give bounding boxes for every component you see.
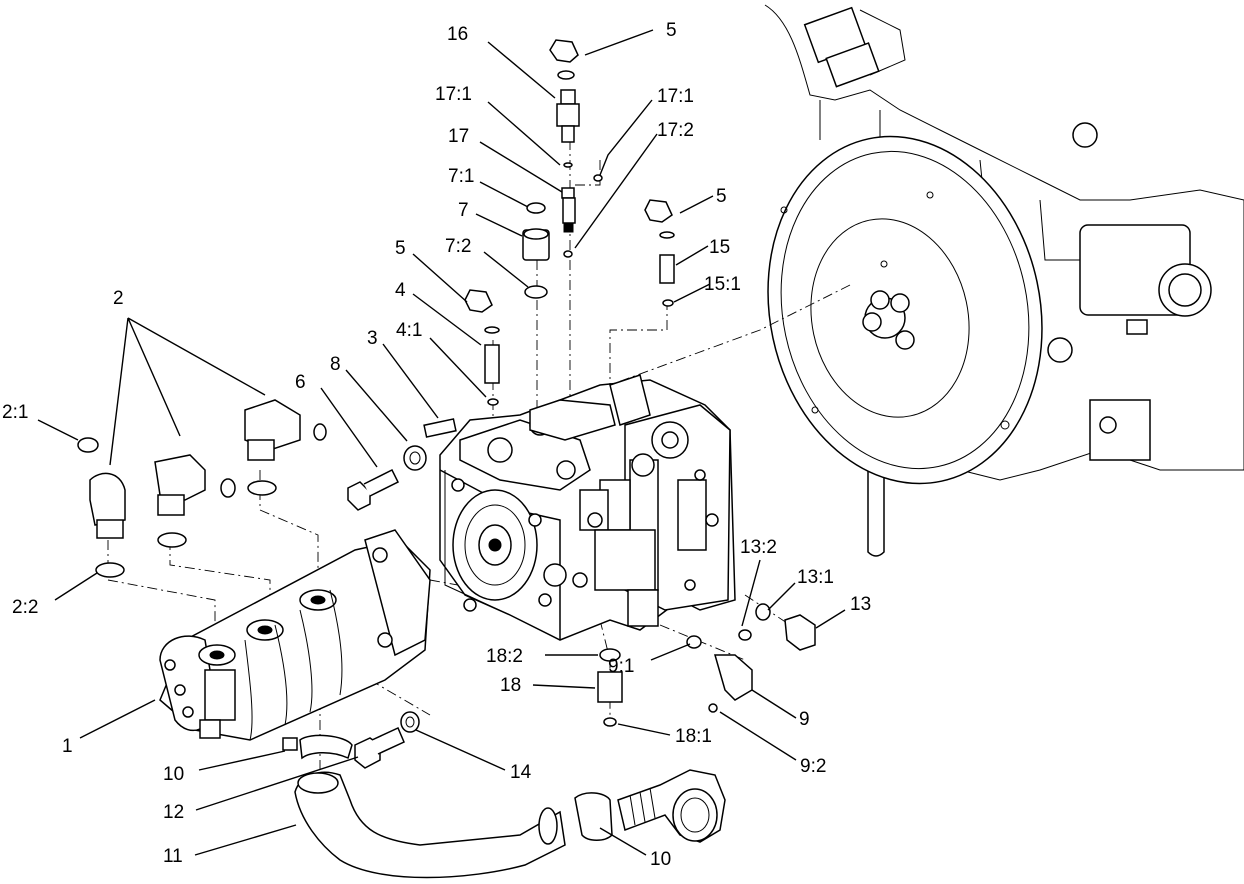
callout-10: 10 [163, 764, 184, 785]
elbow-9 [714, 654, 753, 701]
sensor-13 [784, 614, 816, 651]
callout-13: 13 [850, 594, 871, 615]
callout-8: 8 [330, 354, 341, 375]
elbow-2-right [244, 399, 301, 451]
callout-5: 5 [666, 20, 677, 41]
callout-5: 5 [395, 238, 406, 259]
hydrostatic-pump [423, 374, 736, 641]
callout-7-1: 7:1 [448, 166, 474, 187]
callout-18-2: 18:2 [486, 646, 523, 667]
callout-7: 7 [458, 200, 469, 221]
test-port-16 [560, 89, 576, 105]
callout-3: 3 [367, 328, 378, 349]
callout-13-2: 13:2 [740, 537, 777, 558]
callout-11: 11 [163, 846, 183, 867]
leader-lines [37, 29, 846, 856]
callout-labels: 16 5 17:1 17:1 17 17:2 7:1 7 7:2 5 15 15… [2, 20, 871, 870]
callout-16: 16 [447, 24, 468, 45]
fitting-15 [659, 254, 675, 284]
callout-17: 17 [448, 126, 469, 147]
callout-6: 6 [295, 372, 306, 393]
bolt-6 [347, 481, 371, 511]
flywheel-housing [767, 135, 1043, 485]
callout-18: 18 [500, 675, 521, 696]
callout-2-2: 2:2 [12, 597, 38, 618]
callout-18-1: 18:1 [675, 726, 712, 747]
callout-9-1: 9:1 [608, 656, 634, 677]
engine-assembly [764, 4, 1244, 557]
clamp-10-bottom [574, 792, 613, 841]
callout-1: 1 [62, 736, 73, 757]
washer-8 [403, 445, 427, 471]
cap-5-right [644, 199, 673, 223]
callout-2-1: 2:1 [2, 402, 28, 423]
callout-17-1: 17:1 [657, 86, 694, 107]
callout-14: 14 [510, 762, 532, 783]
callout-4-1: 4:1 [396, 320, 422, 341]
cap-5-left [464, 289, 493, 313]
elbow-2-left [89, 472, 126, 526]
callout-10: 10 [650, 849, 671, 870]
fitting-18 [597, 671, 623, 703]
washer-14 [400, 711, 420, 733]
callout-13-1: 13:1 [797, 567, 834, 588]
callout-7-2: 7:2 [445, 236, 471, 257]
fitting-12 [354, 737, 381, 769]
hose-11 [294, 771, 566, 879]
callout-17-1: 17:1 [435, 84, 472, 105]
callout-15-1: 15:1 [704, 274, 741, 295]
callout-9-2: 9:2 [800, 756, 826, 777]
gear-pump [159, 529, 431, 741]
fitting-4 [484, 344, 500, 384]
callout-5: 5 [716, 186, 727, 207]
callout-15: 15 [709, 237, 730, 258]
callout-2: 2 [113, 288, 124, 309]
callout-12: 12 [163, 802, 184, 823]
fittings-and-seals [77, 39, 816, 879]
elbow-2-mid [154, 454, 206, 501]
callout-9: 9 [799, 709, 810, 730]
cap-5-top [549, 39, 579, 63]
callout-17-2: 17:2 [657, 120, 694, 141]
clamp-10-top [299, 734, 353, 760]
callout-4: 4 [395, 280, 406, 301]
